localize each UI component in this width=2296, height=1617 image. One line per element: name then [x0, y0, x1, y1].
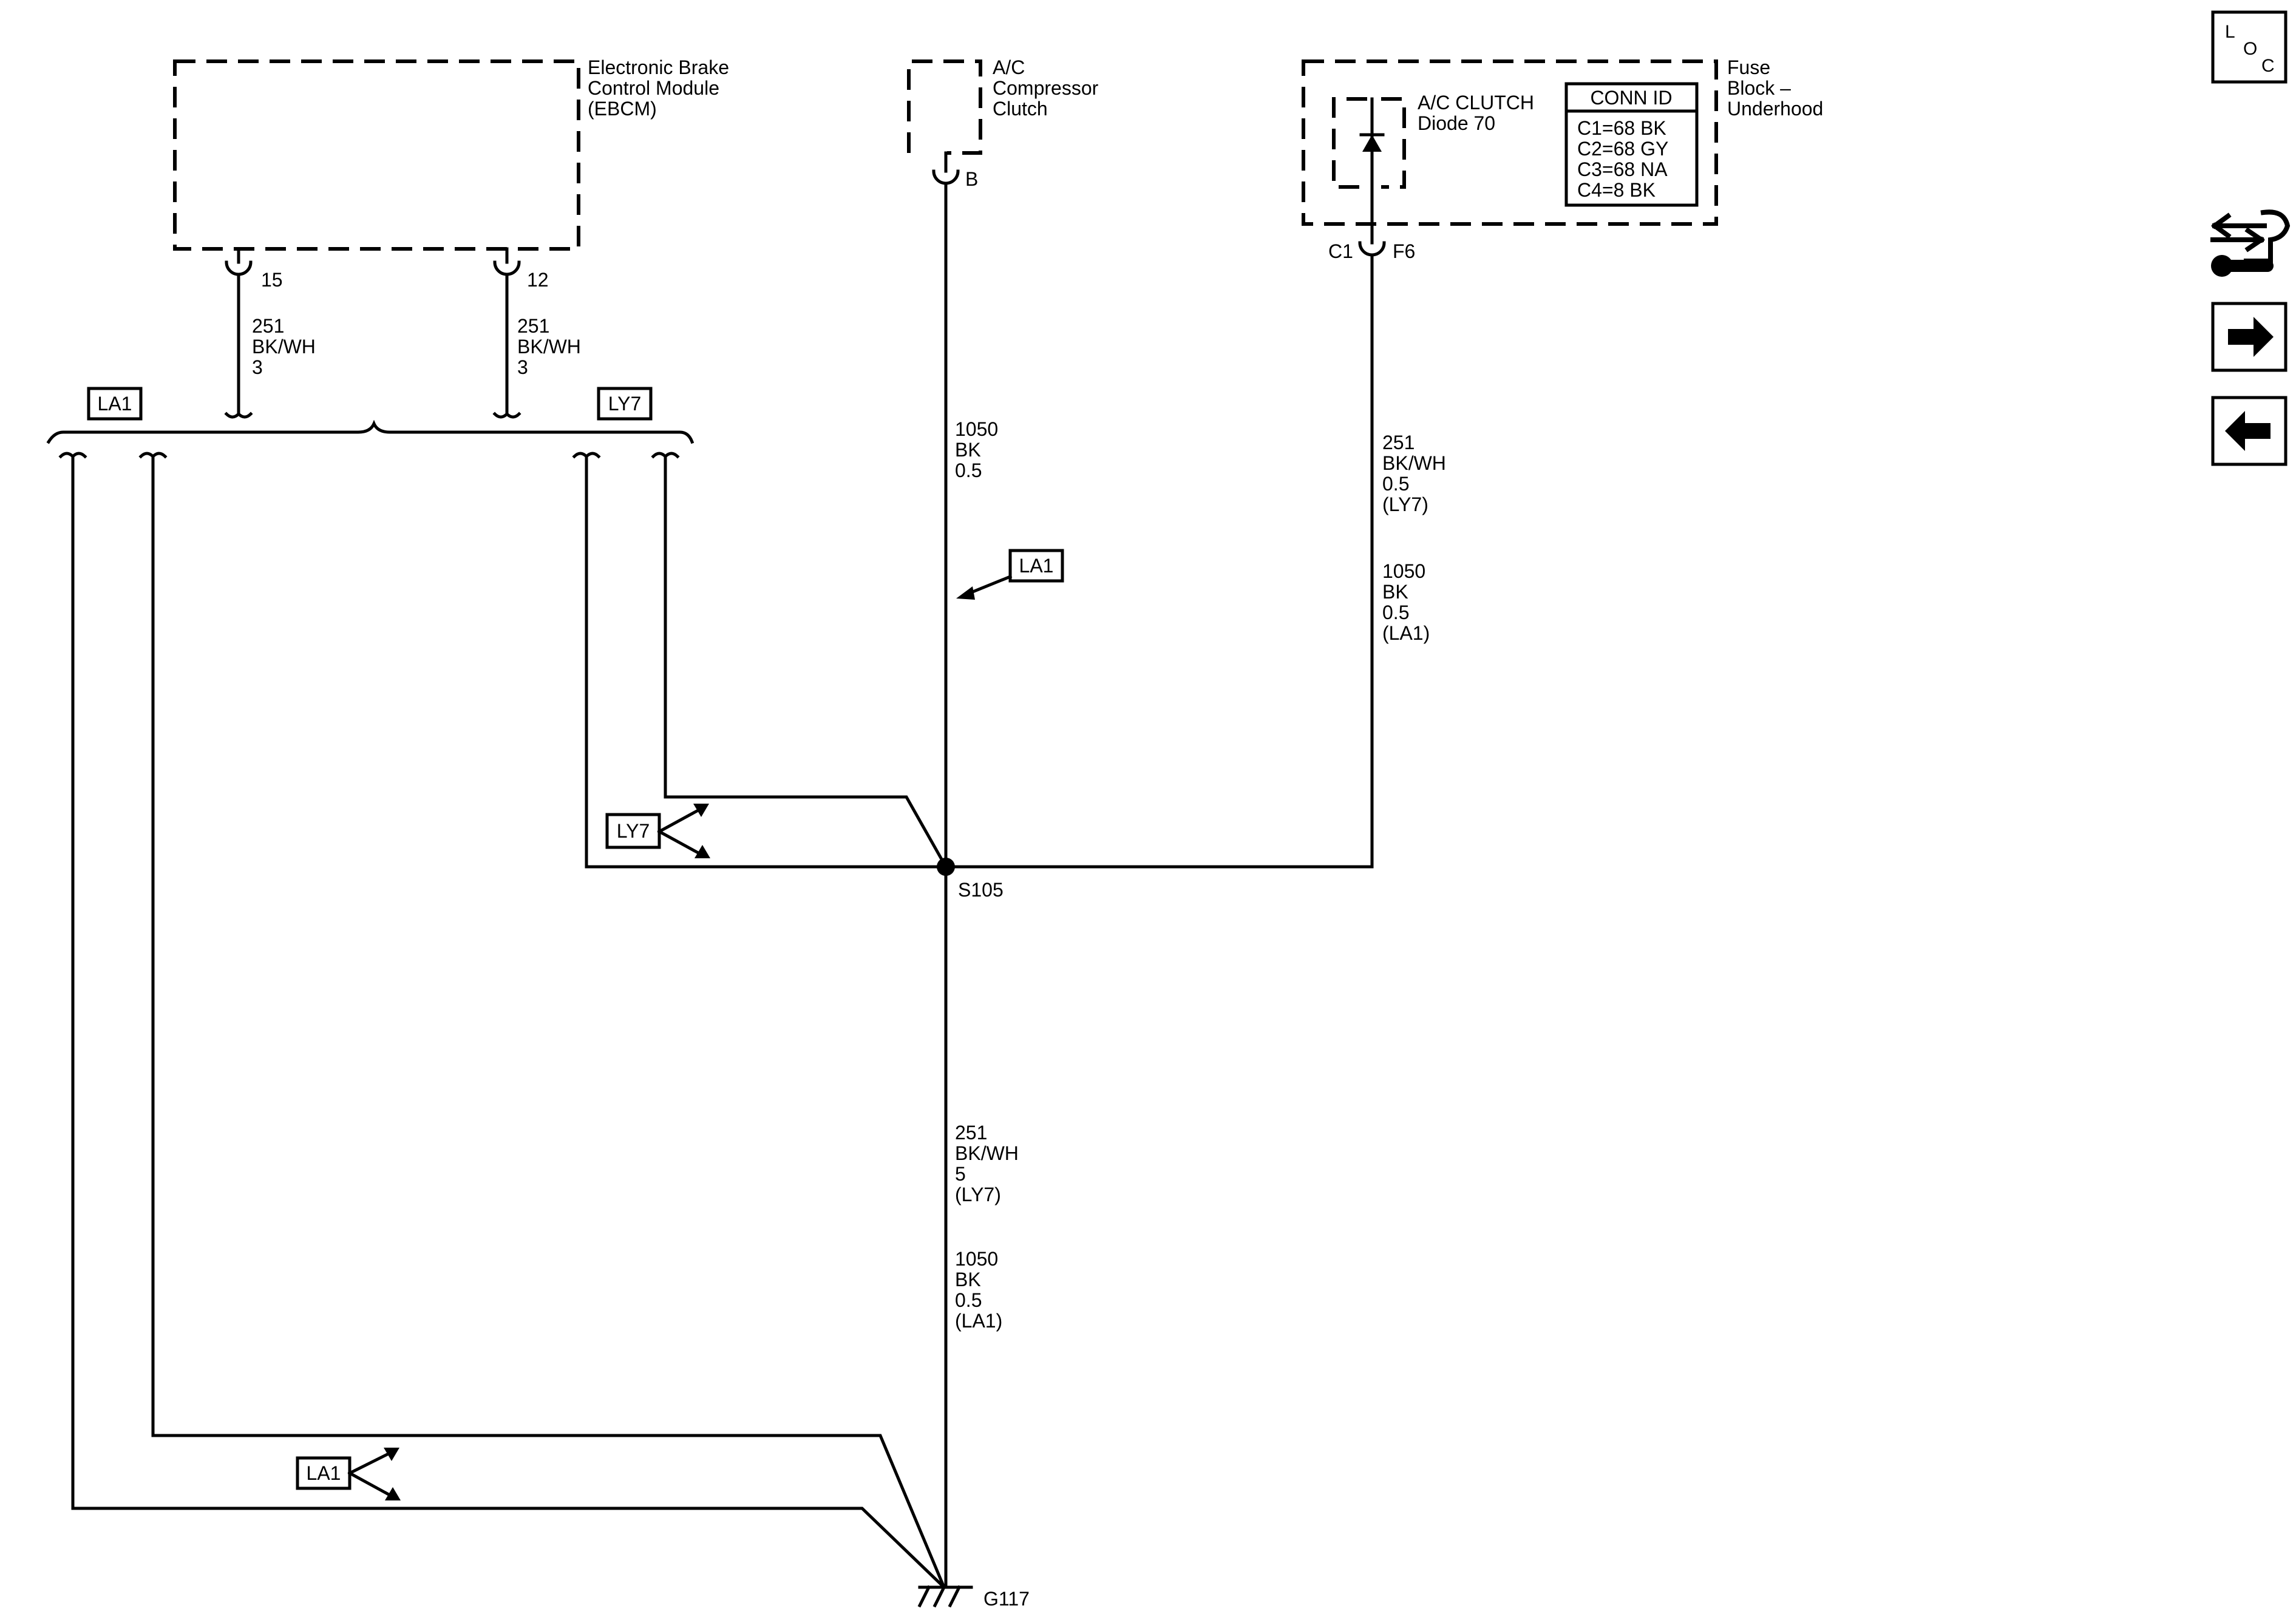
- ground-la1-wire-label: 1050 BK 0.5 (LA1): [955, 1248, 1004, 1332]
- fuse-block-outline: [1302, 59, 1718, 226]
- fuse-block-underhood: Fuse Block – Underhood A/C CLUTCH Diode …: [1302, 56, 1823, 262]
- ebcm-pin-12: 12: [527, 269, 549, 291]
- ly7-wire-outer: [585, 455, 948, 869]
- fuse-connector: [1358, 241, 1386, 257]
- splice-label: S105: [958, 879, 1004, 901]
- wrench-arrows-icon[interactable]: [2210, 209, 2291, 277]
- arrow-icon: [695, 845, 710, 858]
- ebcm-module: Electronic Brake Control Module (EBCM) 1…: [173, 56, 735, 291]
- splice-s105-dot: [937, 858, 955, 876]
- fuse-pin: F6: [1393, 240, 1415, 262]
- arrow-icon: [385, 1487, 401, 1500]
- ly7-wire-inner: [664, 455, 948, 869]
- option-tag-bottom: LA1: [296, 1448, 401, 1500]
- compressor-wire-label: 1050 BK 0.5: [955, 418, 1004, 481]
- next-page-button[interactable]: [2211, 302, 2288, 372]
- svg-text:L: L: [2225, 22, 2235, 42]
- ebcm-pin-15-connector: [225, 247, 253, 276]
- svg-text:C: C: [2261, 56, 2275, 76]
- previous-page-button[interactable]: [2211, 396, 2288, 466]
- diode-outline: [1332, 97, 1406, 189]
- diode-label: A/C CLUTCH Diode 70: [1418, 92, 1540, 134]
- ground-ly7-wire-label: 251 BK/WH 5 (LY7): [955, 1122, 1024, 1205]
- diode-icon: [1362, 135, 1382, 152]
- compressor-outline: [907, 59, 982, 155]
- arrow-right-icon: [2228, 317, 2274, 357]
- ebcm-15-break: [224, 412, 253, 419]
- option-tag-top-right: LY7: [597, 387, 653, 421]
- ebcm-pin-12-connector: [493, 247, 521, 276]
- option-tag-top-left: LA1: [87, 387, 143, 421]
- fuse-la1-wire-label: 1050 BK 0.5 (LA1): [1382, 560, 1431, 644]
- svg-text:LY7: LY7: [617, 820, 650, 842]
- arrow-icon: [956, 586, 975, 600]
- ebcm-pin-15: 15: [261, 269, 283, 291]
- compressor-label: A/C Compressor Clutch: [993, 56, 1104, 120]
- svg-text:LY7: LY7: [608, 393, 642, 415]
- arrow-icon: [384, 1448, 399, 1461]
- la1-wire-outer: [71, 455, 946, 1590]
- svg-text:LA1: LA1: [98, 393, 132, 415]
- fuse-block-wire: [944, 253, 1374, 869]
- svg-text:LA1: LA1: [1019, 555, 1054, 577]
- loc-button[interactable]: L O C: [2211, 10, 2288, 84]
- ebcm-12-break: [492, 412, 521, 419]
- ground-g117: G117: [917, 1585, 1030, 1610]
- arrow-icon: [693, 804, 709, 817]
- ebcm-label: Electronic Brake Control Module (EBCM): [588, 56, 735, 120]
- option-tag-splice: LY7: [605, 804, 710, 858]
- svg-text:LA1: LA1: [307, 1462, 341, 1484]
- option-tag-compressor: LA1: [956, 549, 1064, 600]
- ground-label: G117: [983, 1588, 1030, 1610]
- conn-id-header: CONN ID: [1590, 87, 1672, 109]
- conn-id-list: C1=68 BK C2=68 GY C3=68 NA C4=8 BK: [1577, 117, 1674, 201]
- ebcm-12-wire-label: 251 BK/WH 3: [517, 315, 586, 378]
- compressor-pin: B: [965, 168, 978, 190]
- ac-compressor-clutch: A/C Compressor Clutch B: [907, 56, 1104, 190]
- svg-text:O: O: [2243, 39, 2257, 59]
- conn-id-table: [1564, 82, 1699, 207]
- option-bracket: [46, 419, 695, 444]
- ebcm-15-wire-label: 251 BK/WH 3: [252, 315, 321, 378]
- fuse-connector-id: C1: [1328, 240, 1353, 262]
- fuse-block-label: Fuse Block – Underhood: [1727, 56, 1823, 120]
- arrow-left-icon: [2225, 411, 2271, 451]
- compressor-pin-connector: [932, 151, 960, 185]
- ebcm-outline: [173, 59, 580, 251]
- la1-wire-inner: [151, 455, 946, 1590]
- fuse-ly7-wire-label: 251 BK/WH 0.5 (LY7): [1382, 432, 1452, 515]
